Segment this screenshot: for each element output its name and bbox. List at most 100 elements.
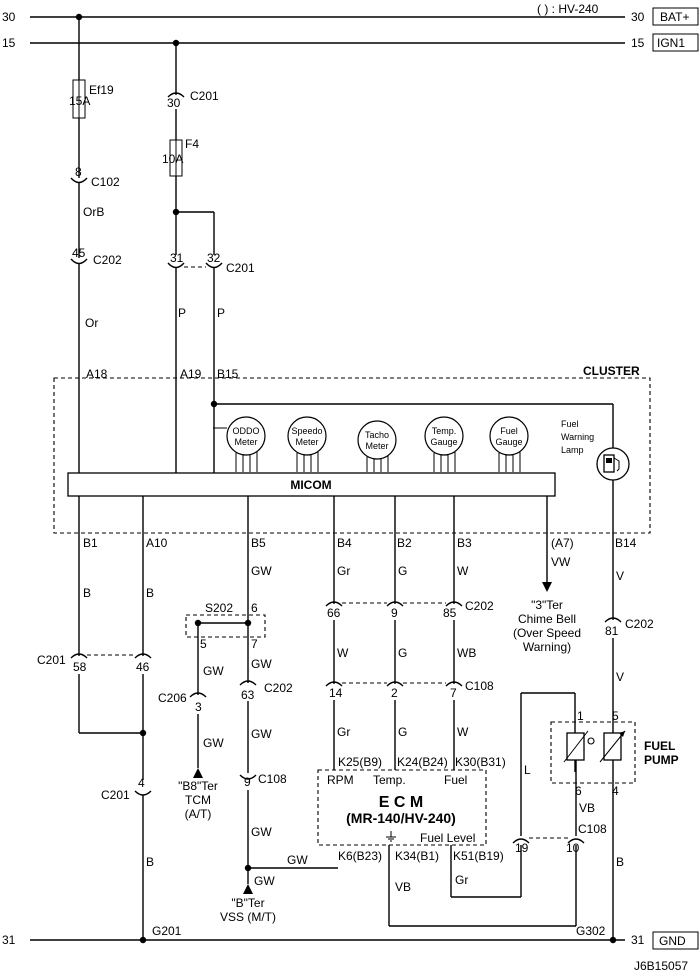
wire-g3-label: G <box>398 725 407 739</box>
c108-c-pin-b: 10 <box>566 841 580 855</box>
c206-pin: 3 <box>195 700 202 714</box>
c201-d-pin: 4 <box>138 776 145 790</box>
branch-b14-fuel-pump: V 81 C202 V FUEL PUMP 1 5 6 4 B G302 <box>550 532 679 944</box>
wire-gw3-label: GW <box>203 736 224 750</box>
c202-b-pin-1: 66 <box>327 606 341 620</box>
ecm-label-fuel: Fuel <box>444 773 467 787</box>
meter-tacho-line2: Meter <box>365 441 388 451</box>
wire-vw-label: VW <box>551 555 571 569</box>
bat-rail-num-right: 30 <box>631 10 645 24</box>
fuel-pump-title-line2: PUMP <box>644 753 679 767</box>
bat-rail-name: BAT+ <box>660 10 689 24</box>
wire-gw2-label: GW <box>203 664 224 678</box>
wire-gw7-label: GW <box>287 853 308 867</box>
gauge-temp-line1: Temp. <box>432 426 457 436</box>
c108-b-pin: 9 <box>244 775 251 789</box>
cluster-pin-a10: A10 <box>146 536 168 550</box>
fuse-f4-rating: 10A <box>162 152 183 166</box>
wire-g2-label: G <box>398 646 407 660</box>
ign-rail: 15 15 IGN1 <box>2 33 699 52</box>
gnd-rail: 31 31 GND <box>2 931 699 950</box>
fuel-pump-pin-6: 6 <box>575 784 582 798</box>
fuel-sender-icon <box>563 730 595 772</box>
lamp-label-line3: Lamp <box>561 445 584 455</box>
cluster-pin-a19: A19 <box>180 367 202 381</box>
wire-gw4-label: GW <box>251 657 272 671</box>
vss-gw-label: GW <box>254 874 275 888</box>
splice-s202-pin-top: 6 <box>251 601 258 615</box>
gauge-fuel-line1: Fuel <box>500 426 518 436</box>
wire-p2-label: P <box>217 306 225 320</box>
c202-d-name: C202 <box>264 681 293 695</box>
c108-c-pin-a: 19 <box>515 841 529 855</box>
wire-wb-label: WB <box>457 646 476 660</box>
c202-c-name: C202 <box>625 617 654 631</box>
fuel-pump-pin-4: 4 <box>612 784 619 798</box>
lamp-label-line1: Fuel <box>561 419 579 429</box>
cluster-pin-a18: A18 <box>86 367 108 381</box>
tcm-line1: "B8"Ter <box>178 779 218 793</box>
vss-line2: VSS (M/T) <box>220 910 276 924</box>
bat-rail: 30 30 BAT+ ( ) : HV-240 <box>2 2 699 26</box>
cluster-pin-b5: B5 <box>251 536 266 550</box>
chime-line1: "3"Ter <box>531 598 563 612</box>
c102-pin: 8 <box>75 165 82 179</box>
ground-g302: G302 <box>576 924 606 938</box>
c201-c-pin-b: 46 <box>136 660 150 674</box>
c108-a-pin-2: 2 <box>391 686 398 700</box>
c201-b-name: C201 <box>226 261 255 275</box>
ign-rail-num-left: 15 <box>2 36 16 50</box>
wire-w3-label: W <box>457 725 469 739</box>
ecm-label-rpm: RPM <box>327 773 354 787</box>
ecm-subtitle: (MR-140/HV-240) <box>346 810 456 826</box>
c202-c-pin: 81 <box>605 624 619 638</box>
meter-oddo-line2: Meter <box>234 437 257 447</box>
meter-tacho: Tacho Meter <box>357 420 397 460</box>
wire-gw1-label: GW <box>251 564 272 578</box>
branch-speed-signal: GW S202 6 5 7 GW C206 3 GW "B8"Ter TCM (… <box>158 496 338 924</box>
cluster-title: CLUSTER <box>583 364 640 378</box>
ecm-ground-icon <box>386 831 396 842</box>
ign-rail-name: IGN1 <box>657 36 685 50</box>
wire-gw5-label: GW <box>251 727 272 741</box>
cluster-pin-b1: B1 <box>83 536 98 550</box>
cluster-pin-b14: B14 <box>615 536 637 550</box>
cluster-pin-b2: B2 <box>397 536 412 550</box>
gnd-rail-num-right: 31 <box>631 933 645 947</box>
wire-w2-label: W <box>337 646 349 660</box>
wire-v1-label: V <box>616 569 624 583</box>
splice-s202-pin-left: 5 <box>200 637 207 651</box>
micom-label: MICOM <box>290 478 331 492</box>
c202-b-pin-3: 85 <box>443 606 457 620</box>
c202-b-pin-2: 9 <box>391 606 398 620</box>
fuse-f4-name: F4 <box>185 137 199 151</box>
chime-line4: Warning) <box>523 640 571 654</box>
c206-name: C206 <box>158 691 187 705</box>
gnd-rail-num-left: 31 <box>2 933 16 947</box>
c201-a-name: C201 <box>190 89 219 103</box>
meter-oddo: ODDO Meter <box>213 416 266 456</box>
wire-gr3-label: Gr <box>455 873 468 887</box>
splice-s202-name: S202 <box>205 601 233 615</box>
c108-c-name: C108 <box>578 822 607 836</box>
wire-vb2-label: VB <box>579 801 595 815</box>
wire-g1-label: G <box>398 564 407 578</box>
fuel-pump-icon <box>603 454 620 473</box>
ecm-pin-top-3: K30(B31) <box>455 755 506 769</box>
c202-d-pin: 63 <box>241 688 255 702</box>
wire-p1-label: P <box>178 306 186 320</box>
c201-c-pin-a: 58 <box>73 660 87 674</box>
ecm-pin-bottom-2: K34(B1) <box>395 849 439 863</box>
ign-rail-num-right: 15 <box>631 36 645 50</box>
wire-gw6-label: GW <box>251 825 272 839</box>
fuse-ef19-rating: 15A <box>69 94 90 108</box>
fuel-pump-pin-1: 1 <box>577 709 584 723</box>
gauge-fuel: Fuel Gauge <box>489 416 529 456</box>
cluster-pin-b15: B15 <box>217 367 239 381</box>
gnd-rail-name: GND <box>659 934 686 948</box>
ecm-pin-top-2: K24(B24) <box>397 755 448 769</box>
c202-a-pin: 45 <box>72 246 86 260</box>
gauge-temp: Temp. Gauge <box>424 416 464 456</box>
wire-gr1-label: Gr <box>337 564 350 578</box>
